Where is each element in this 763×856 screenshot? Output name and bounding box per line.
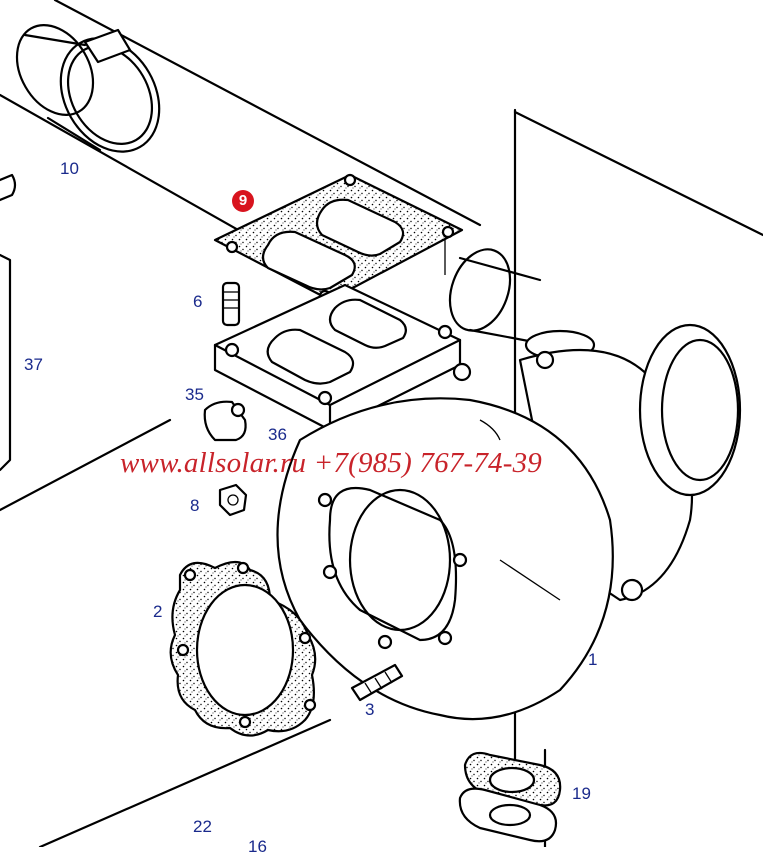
part-label-8: 8 <box>190 496 200 515</box>
gasket-part-9 <box>213 173 464 303</box>
part-label-1: 1 <box>588 650 598 669</box>
gasket-part-19 <box>458 751 562 843</box>
turbine-inlet-flange <box>213 283 462 432</box>
part-label-3: 3 <box>365 700 375 719</box>
stud-part-6 <box>221 281 241 327</box>
part-label-10: 10 <box>60 159 79 178</box>
turbine-housing-part-1 <box>276 362 614 721</box>
part-label-2: 2 <box>153 602 163 621</box>
part-label-36: 36 <box>268 425 287 444</box>
side-bracket-part-37 <box>0 173 17 472</box>
hose-clamp-part-10 <box>15 23 161 153</box>
nut-part-8 <box>218 483 248 517</box>
part-label-19: 19 <box>572 784 591 803</box>
part-label-22: 22 <box>193 817 212 836</box>
part-label-6: 6 <box>193 292 203 311</box>
part-label-37: 37 <box>24 355 43 374</box>
watermark-contact: www.allsolar.ru +7(985) 767-74-39 <box>120 447 542 479</box>
part-label-9-highlighted: 9 <box>232 190 254 212</box>
gasket-part-2 <box>169 560 317 737</box>
bracket-part-35 <box>203 400 247 442</box>
part-label-35: 35 <box>185 385 204 404</box>
stud-part-3 <box>350 663 404 702</box>
compressor-outlet <box>448 248 596 361</box>
